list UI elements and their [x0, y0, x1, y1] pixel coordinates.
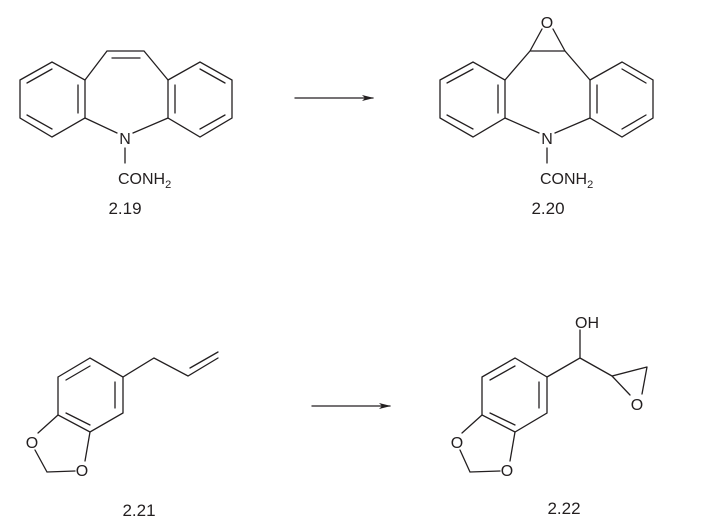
molecule-2-22: O O OH O 2.22: [451, 315, 648, 518]
benzene-ring: [481, 357, 548, 433]
epoxide-oxygen: O: [631, 397, 643, 414]
oxygen-atom-2: O: [501, 463, 513, 480]
molecule-2-20: O N CONH2 2.20: [439, 15, 654, 218]
compound-label-2-22: 2.22: [547, 499, 580, 518]
right-benzene-ring: [167, 61, 233, 138]
n-bonds: [84, 117, 169, 164]
side-chain-bonds: [546, 329, 648, 396]
hydroxyl-group: OH: [575, 315, 599, 332]
left-benzene-ring: [19, 61, 86, 138]
left-benzene-double-bonds: [446, 68, 499, 130]
molecule-2-21: O O 2.21: [26, 351, 219, 520]
n-bonds: [504, 117, 591, 164]
dioxole-bonds: [459, 414, 516, 473]
compound-label-2-21: 2.21: [122, 501, 155, 520]
benzene-ring: [57, 357, 124, 433]
epoxide-bridge: [504, 28, 591, 81]
oxygen-atom-1: O: [451, 435, 463, 452]
epoxide-oxygen: O: [541, 15, 553, 32]
compound-label-2-20: 2.20: [531, 199, 564, 218]
nitrogen-atom: N: [541, 131, 553, 148]
right-benzene-double-bonds: [596, 68, 647, 130]
compound-label-2-19: 2.19: [108, 199, 141, 218]
left-benzene-double-bonds: [26, 68, 79, 130]
left-benzene-ring: [439, 61, 506, 138]
molecule-2-19: N CONH2 2.19: [19, 50, 233, 218]
alkene-bridge: [84, 50, 169, 81]
dioxole-bonds: [34, 414, 91, 473]
nitrogen-atom: N: [119, 131, 131, 148]
oxygen-atom-1: O: [26, 435, 38, 452]
right-benzene-double-bonds: [174, 68, 226, 130]
carboxamide-group: CONH2: [540, 171, 593, 191]
carboxamide-group: CONH2: [118, 171, 171, 191]
allyl-chain: [122, 351, 219, 378]
benzene-double-bonds: [65, 365, 116, 426]
right-benzene-ring: [589, 61, 654, 138]
benzene-double-bonds: [489, 365, 540, 426]
oxygen-atom-2: O: [76, 463, 88, 480]
